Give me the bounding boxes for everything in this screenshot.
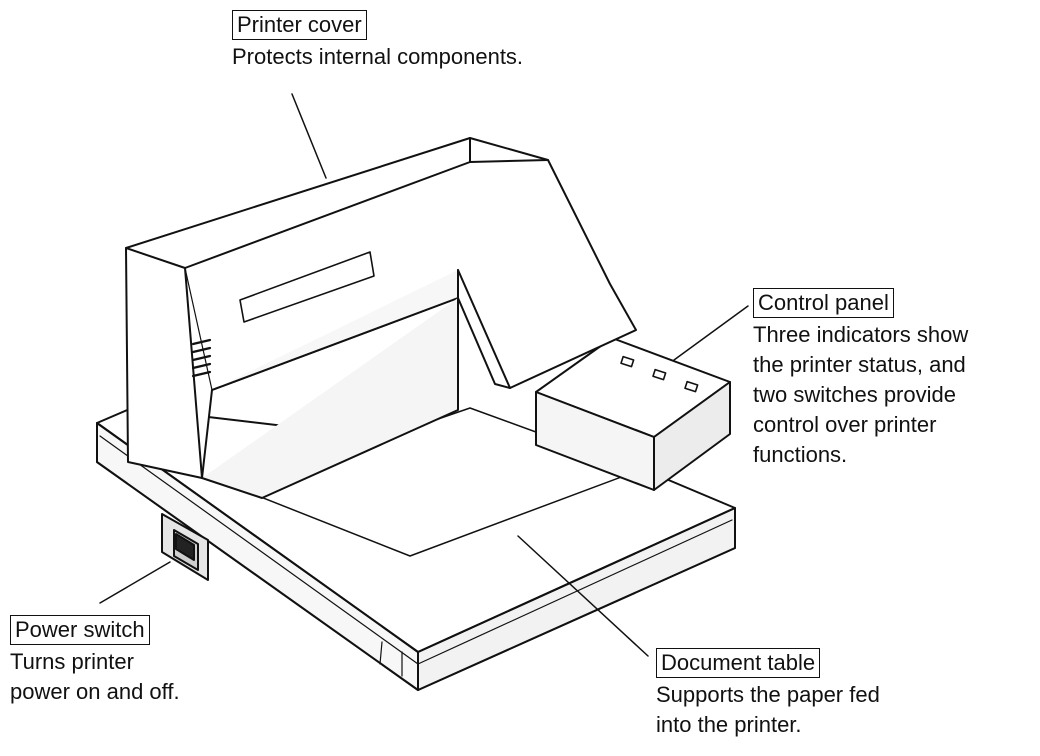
printer-cover bbox=[125, 137, 637, 499]
callout-description: Turns printer power on and off. bbox=[10, 647, 180, 707]
leader-power-switch bbox=[99, 561, 171, 604]
indicator-lamps bbox=[620, 355, 699, 393]
callout-title: Power switch bbox=[10, 615, 150, 645]
power-switch-graphic bbox=[161, 513, 209, 581]
callout-document-table: Document table Supports the paper fed in… bbox=[656, 648, 880, 740]
callout-line: the printer status, and bbox=[753, 352, 966, 377]
callout-line: Protects internal components. bbox=[232, 44, 524, 69]
callout-title: Printer cover bbox=[232, 10, 367, 40]
callout-line: two switches provide bbox=[753, 382, 956, 407]
callout-line: Turns printer bbox=[10, 649, 134, 674]
callout-control-panel: Control panel Three indicators show the … bbox=[753, 288, 968, 470]
callout-description: Supports the paper fed into the printer. bbox=[656, 680, 880, 740]
leader-control-panel bbox=[673, 305, 749, 361]
callout-description: Three indicators show the printer status… bbox=[753, 320, 968, 470]
callout-line: Supports the paper fed bbox=[656, 682, 880, 707]
callout-title: Document table bbox=[656, 648, 821, 678]
callout-description: Protects internal components. bbox=[232, 42, 523, 72]
callout-line: functions. bbox=[753, 442, 848, 467]
callout-title: Control panel bbox=[753, 288, 894, 318]
callout-line: into the printer. bbox=[656, 712, 802, 737]
leader-document-table bbox=[517, 535, 649, 657]
callout-printer-cover: Printer cover Protects internal componen… bbox=[232, 10, 523, 72]
callout-line: control over printer bbox=[753, 412, 937, 437]
leader-lines bbox=[99, 93, 749, 657]
callout-power-switch: Power switch Turns printer power on and … bbox=[10, 615, 180, 707]
callout-line: Three indicators show bbox=[753, 322, 969, 347]
control-panel-box bbox=[535, 337, 731, 491]
leader-printer-cover bbox=[291, 93, 327, 179]
cover-vents bbox=[191, 338, 212, 378]
callout-line: power on and off. bbox=[10, 679, 180, 704]
